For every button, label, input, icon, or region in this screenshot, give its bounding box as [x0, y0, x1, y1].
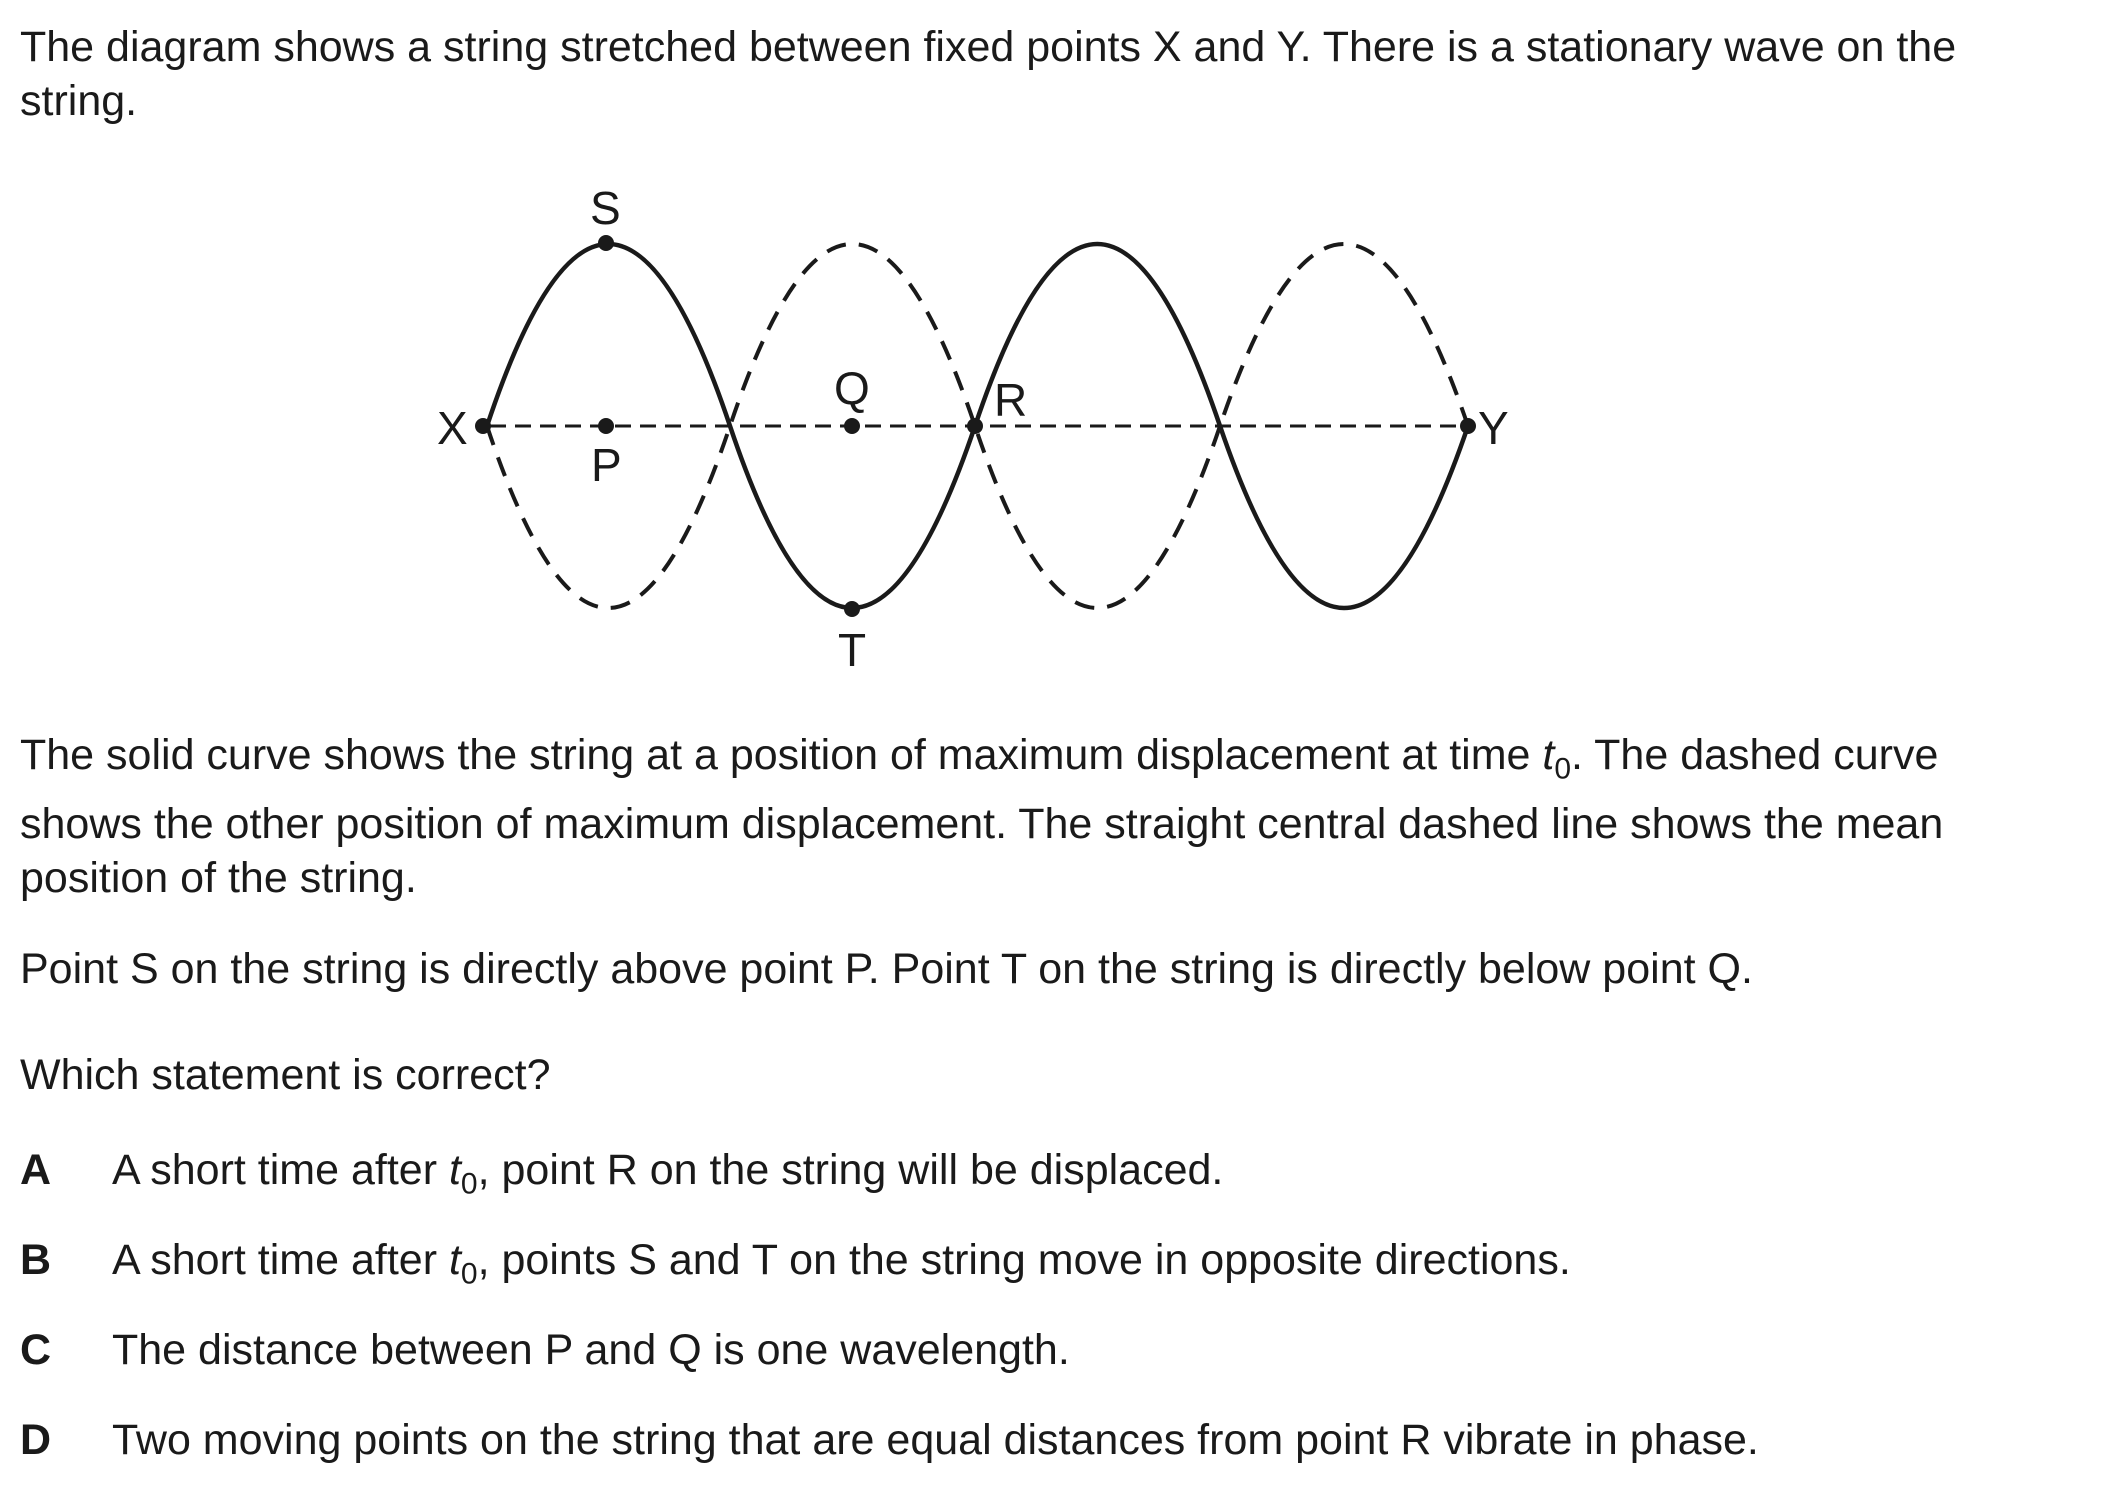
- dashed-curve: [485, 242, 1470, 610]
- point-y-marker: [1460, 418, 1476, 434]
- label-y: Y: [1478, 402, 1509, 454]
- intro-paragraph: The diagram shows a string stretched bet…: [20, 23, 1957, 125]
- point-r-marker: [967, 418, 983, 434]
- option-b-text: A short time after t0, points S and T on…: [112, 1236, 1571, 1291]
- time-symbol: t0: [448, 1236, 478, 1291]
- stationary-wave-diagram: X Y S P Q R T: [437, 182, 1509, 676]
- label-x: X: [437, 402, 468, 454]
- option-b-letter: B: [20, 1236, 52, 1284]
- label-q: Q: [834, 362, 870, 414]
- label-p: P: [591, 439, 622, 491]
- description-paragraph: The solid curve shows the string at a po…: [20, 728, 2040, 905]
- option-c-text: The distance between P and Q is one wave…: [112, 1326, 1070, 1374]
- label-s: S: [590, 182, 621, 234]
- point-x-marker: [475, 418, 491, 434]
- label-t: T: [838, 624, 866, 676]
- time-symbol: t0: [1542, 731, 1572, 786]
- point-s-marker: [598, 235, 614, 251]
- point-t-marker: [844, 601, 860, 617]
- time-symbol: t0: [448, 1146, 478, 1201]
- point-q-marker: [844, 418, 860, 434]
- option-c-letter: C: [20, 1326, 52, 1374]
- option-a-letter: A: [20, 1146, 52, 1194]
- points-relation-paragraph: Point S on the string is directly above …: [20, 945, 1753, 993]
- option-d-text: Two moving points on the string that are…: [112, 1416, 1759, 1464]
- question-text: Which statement is correct?: [20, 1051, 551, 1099]
- description-part1: The solid curve shows the string at a po…: [20, 731, 1543, 779]
- label-r: R: [994, 374, 1027, 426]
- option-a-text: A short time after t0, point R on the st…: [112, 1146, 1224, 1201]
- point-p-marker: [598, 418, 614, 434]
- description-part2: . The dashed curve shows the other posit…: [20, 731, 1944, 902]
- option-d-letter: D: [20, 1416, 52, 1464]
